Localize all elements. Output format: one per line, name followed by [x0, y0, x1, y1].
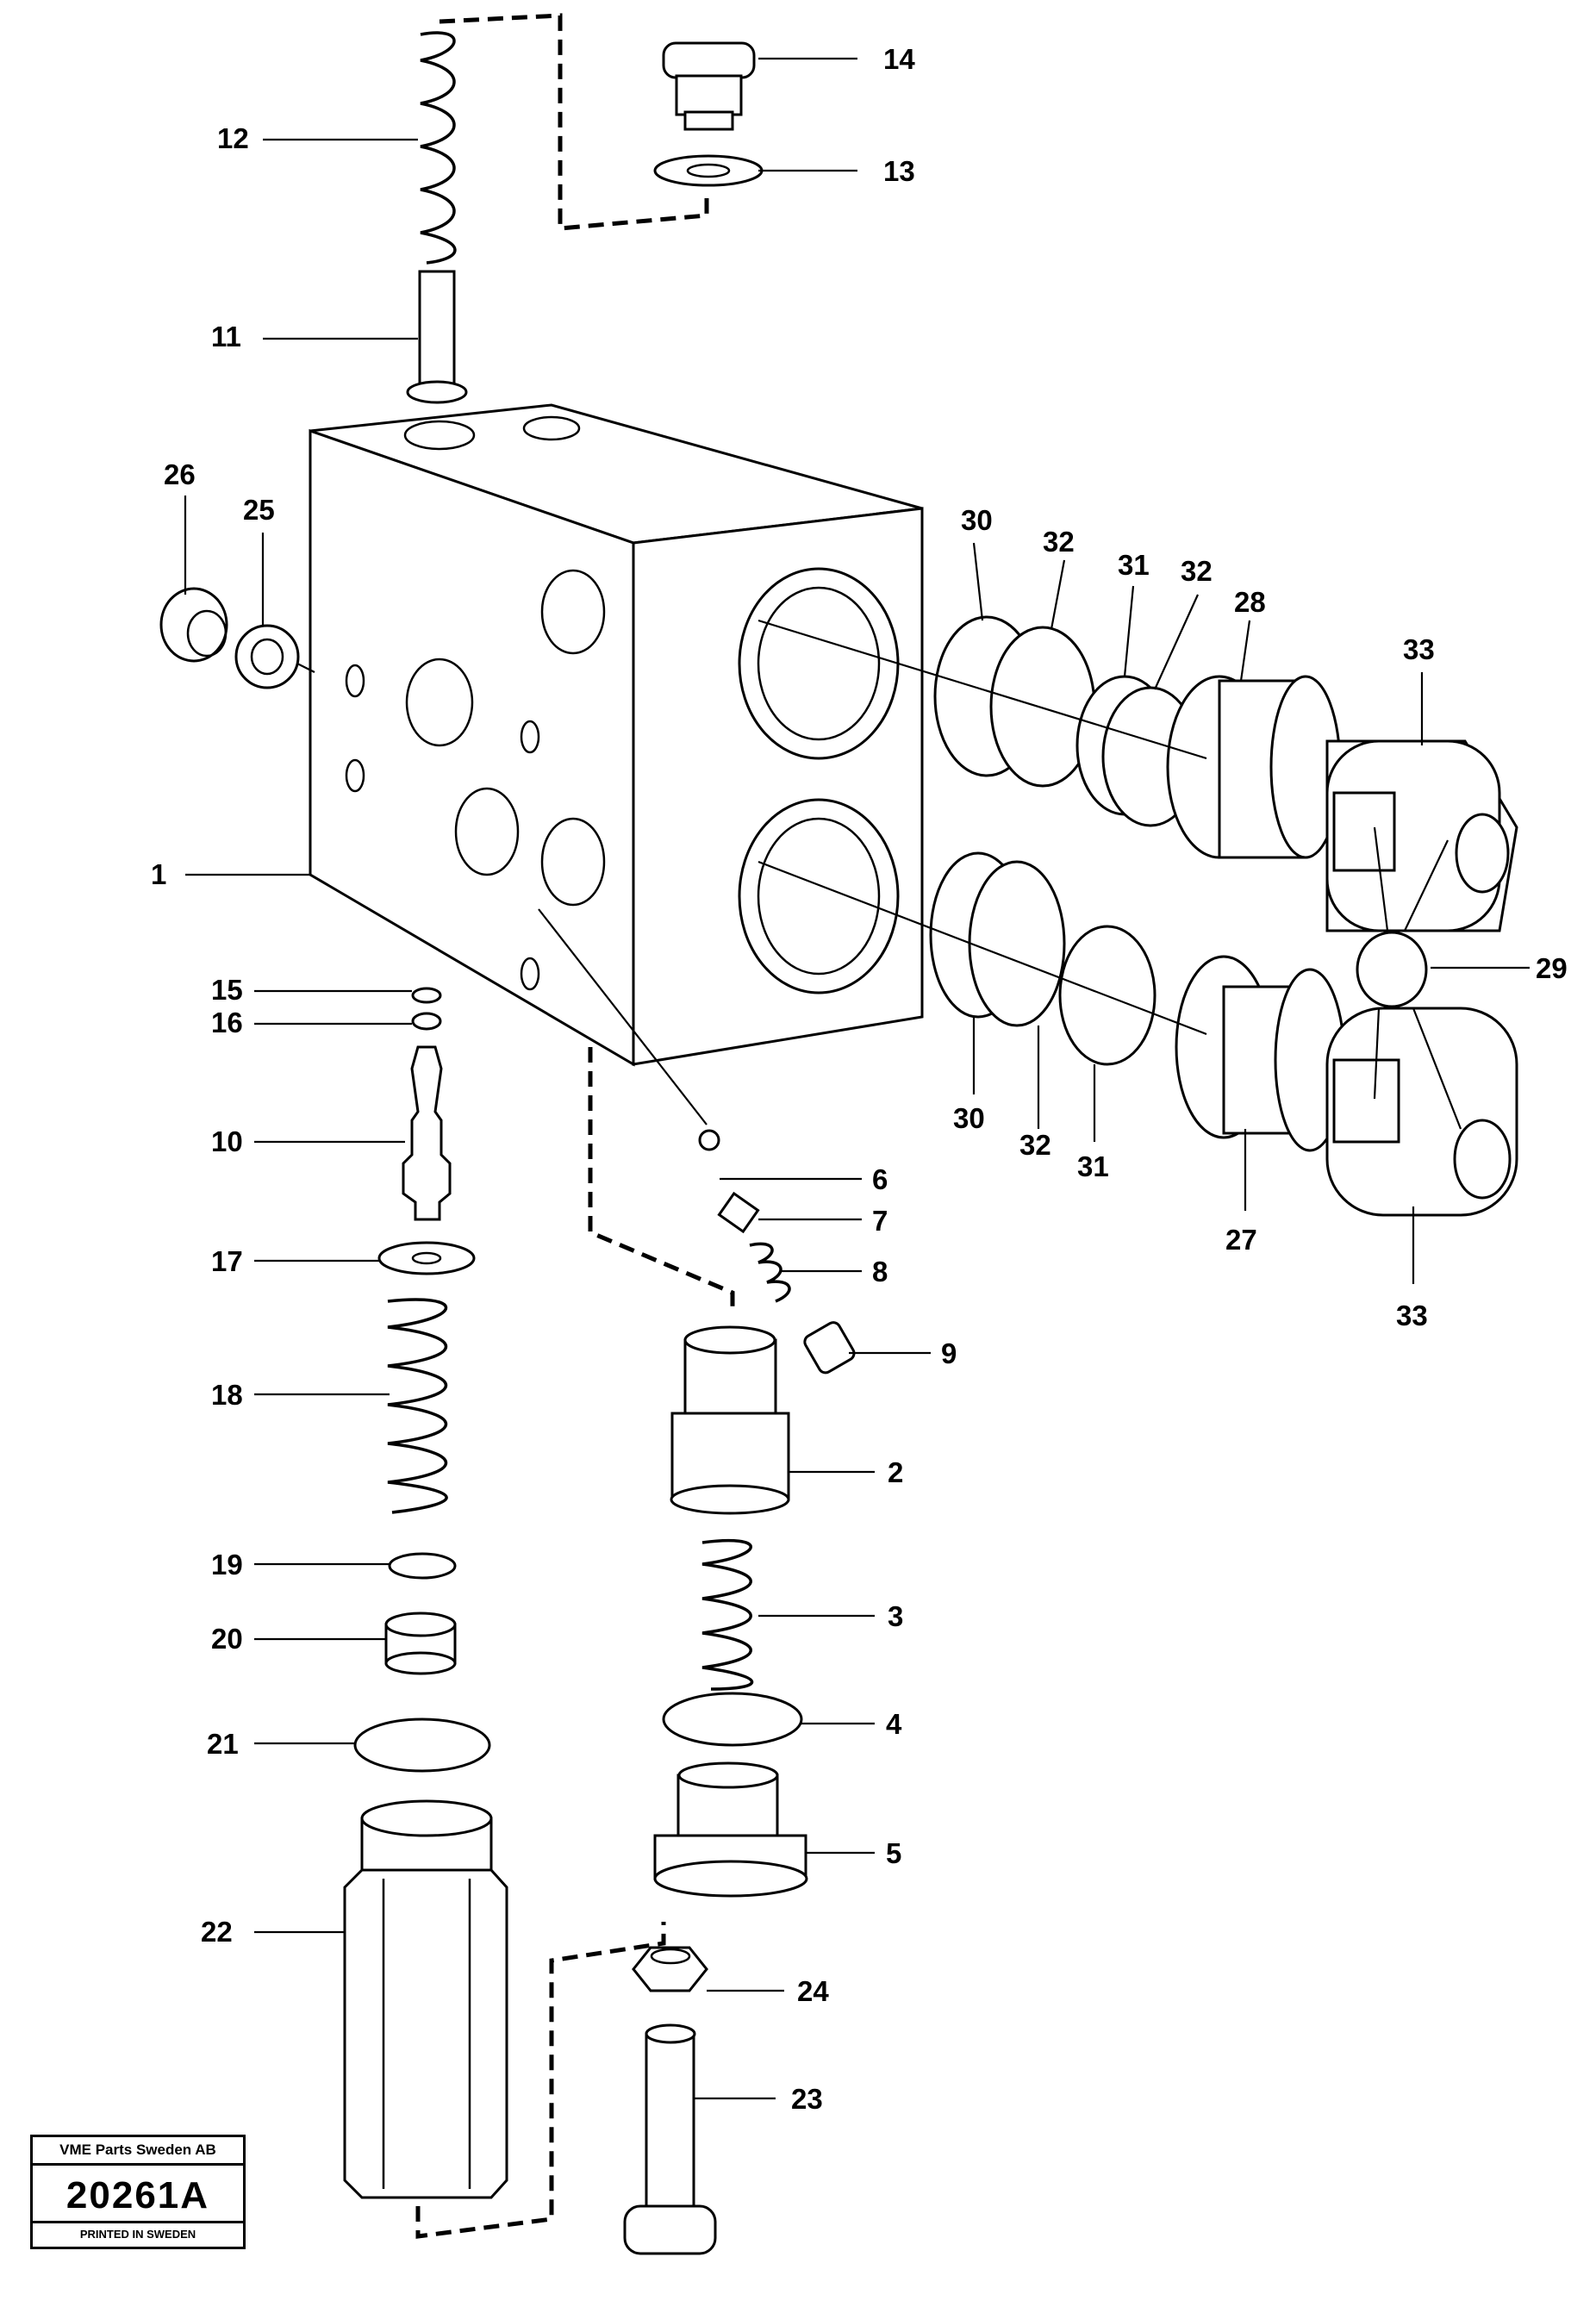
callout-1: 1 — [151, 858, 166, 890]
callout-6: 6 — [872, 1163, 888, 1195]
cartridge-part-27 — [1175, 955, 1346, 1152]
o-ring-part-21 — [353, 1718, 491, 1773]
printed-note: PRINTED IN SWEDEN — [33, 2221, 243, 2247]
spring-part-18 — [387, 1298, 448, 1514]
seat-part-7 — [717, 1191, 760, 1234]
callout-19: 19 — [211, 1549, 243, 1580]
callout-3: 3 — [888, 1600, 903, 1632]
drawing-number: 20261A — [65, 2174, 210, 2216]
callout-32-lower: 32 — [1019, 1129, 1051, 1161]
piston-part-2 — [670, 1325, 790, 1515]
callout-7: 7 — [872, 1205, 888, 1237]
callout-21: 21 — [207, 1728, 239, 1760]
callout-20: 20 — [211, 1623, 243, 1655]
callout-9: 9 — [941, 1337, 957, 1369]
solenoid-part-33-upper — [1325, 739, 1518, 932]
callout-25: 25 — [243, 494, 275, 526]
callout-2: 2 — [888, 1456, 903, 1488]
callout-17: 17 — [211, 1245, 243, 1277]
o-ring-part-4 — [662, 1692, 803, 1747]
callout-32-upper-a: 32 — [1043, 526, 1075, 558]
callout-22: 22 — [201, 1916, 233, 1948]
callout-12: 12 — [217, 122, 249, 154]
callout-31-lower: 31 — [1077, 1150, 1109, 1182]
ring-part-16 — [411, 1012, 442, 1031]
callout-18: 18 — [211, 1379, 243, 1411]
plug-part-5 — [653, 1761, 808, 1898]
company-name: VME Parts Sweden AB — [33, 2137, 243, 2166]
callout-33-upper: 33 — [1403, 633, 1435, 665]
callout-29: 29 — [1536, 952, 1568, 984]
filter-housing-part-22 — [343, 1799, 508, 2199]
spring-part-12 — [420, 31, 457, 265]
spring-part-8 — [749, 1242, 791, 1303]
callout-32-upper-b: 32 — [1181, 555, 1213, 587]
callout-14: 14 — [883, 43, 915, 75]
valve-block — [309, 403, 924, 1067]
callout-5: 5 — [886, 1837, 901, 1869]
washer-part-25 — [234, 624, 300, 689]
plug-part-14 — [662, 41, 756, 131]
callout-31-upper: 31 — [1118, 549, 1150, 581]
bolt-part-23 — [623, 2023, 717, 2255]
valve-stem-part-10 — [402, 1045, 452, 1221]
callout-33-lower: 33 — [1396, 1300, 1428, 1331]
backup-ring-part-32-lower — [968, 860, 1066, 1027]
callout-24: 24 — [797, 1975, 829, 2007]
callout-8: 8 — [872, 1256, 888, 1287]
solenoid-part-33-lower — [1325, 1007, 1518, 1217]
washer-part-13 — [653, 154, 764, 187]
screw-part-9 — [803, 1321, 856, 1375]
callout-16: 16 — [211, 1007, 243, 1038]
washer-part-17 — [377, 1241, 476, 1275]
leader-lines — [184, 57, 1530, 2100]
cap-part-20 — [384, 1612, 457, 1675]
cartridge-part-28 — [1166, 675, 1342, 859]
callout-30-lower: 30 — [953, 1102, 985, 1134]
callout-labels: 14 13 12 11 26 25 1 30 32 31 32 28 33 29… — [151, 43, 1568, 2115]
ball-part-6 — [698, 1129, 720, 1151]
callout-28: 28 — [1234, 586, 1266, 618]
callout-26: 26 — [164, 458, 196, 490]
callout-10: 10 — [211, 1125, 243, 1157]
pin-part-11 — [406, 270, 468, 404]
plug-part-26 — [159, 587, 228, 663]
callout-13: 13 — [883, 155, 915, 187]
drawing-title-block: VME Parts Sweden AB 20261A PRINTED IN SW… — [30, 2135, 246, 2249]
callout-27: 27 — [1225, 1224, 1257, 1256]
callout-4: 4 — [886, 1708, 902, 1740]
o-ring-part-29 — [1356, 931, 1428, 1008]
callout-15: 15 — [211, 974, 243, 1006]
callout-23: 23 — [791, 2083, 823, 2115]
callout-11: 11 — [211, 321, 241, 352]
nut-part-24 — [632, 1946, 708, 1992]
spring-part-3 — [701, 1538, 754, 1691]
callout-30-upper: 30 — [961, 504, 993, 536]
ring-part-19 — [388, 1552, 457, 1580]
ring-part-15 — [411, 987, 442, 1004]
